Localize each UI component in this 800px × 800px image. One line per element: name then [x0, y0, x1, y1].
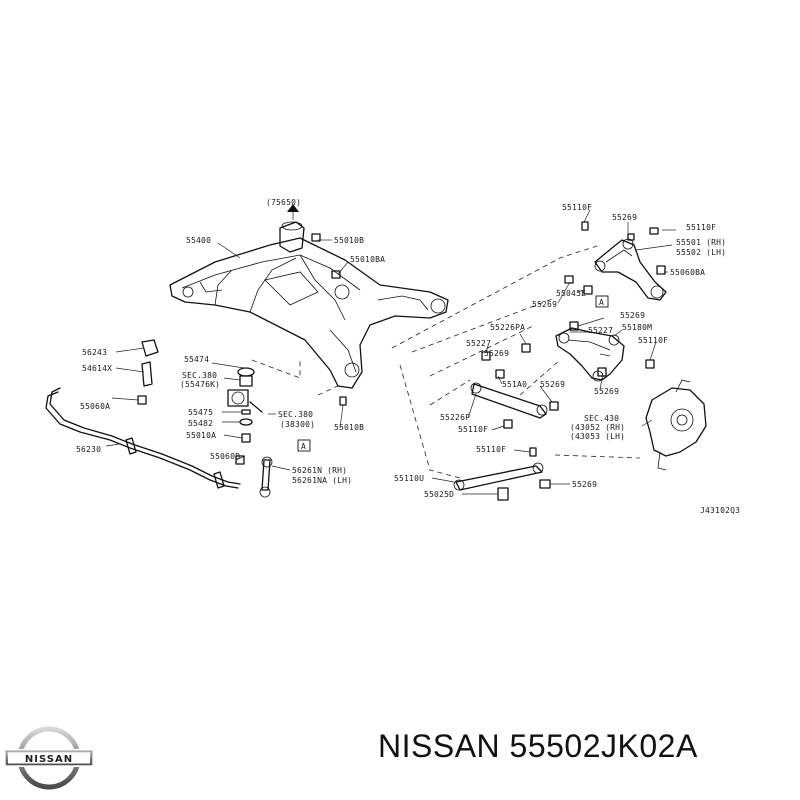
- part-label: 55269: [620, 311, 645, 320]
- part-label: 55474: [184, 355, 209, 364]
- part-label: 56261NA (LH): [292, 476, 352, 485]
- part-label: SEC.380: [278, 410, 313, 419]
- part-label: (43052 (RH): [570, 423, 625, 432]
- part-label: 55010B: [334, 236, 364, 245]
- part-label: 55475: [188, 408, 213, 417]
- part-label: 55227: [466, 339, 491, 348]
- part-labels: (75650) 55400 55010B 55010BA 55110F 5526…: [76, 198, 726, 499]
- part-label: 55226P: [440, 413, 470, 422]
- part-label: 55110F: [458, 425, 488, 434]
- part-label: (43053 (LH): [570, 432, 625, 441]
- part-label: 55010A: [186, 431, 216, 440]
- part-label: 55226PA: [490, 323, 525, 332]
- part-label: 55269: [540, 380, 565, 389]
- part-label: 55110F: [476, 445, 506, 454]
- part-label: (75650): [266, 198, 301, 207]
- part-label: SEC.380: [182, 371, 217, 380]
- ref-a-label-lower: A: [301, 442, 306, 451]
- nissan-logo-icon: NISSAN: [4, 726, 94, 790]
- part-label: 54614X: [82, 364, 112, 373]
- part-label: 56243: [82, 348, 107, 357]
- part-label: 55269: [484, 349, 509, 358]
- part-label: 55269: [532, 300, 557, 309]
- part-label: 55269: [572, 480, 597, 489]
- logo-wordmark: NISSAN: [25, 754, 73, 765]
- part-label: 55110F: [562, 203, 592, 212]
- reference-box-a-lower: A: [297, 439, 311, 452]
- part-label: 55501 (RH): [676, 238, 726, 247]
- part-label: 55060B: [210, 452, 240, 461]
- part-label: 55110F: [686, 223, 716, 232]
- part-label: 55502 (LH): [676, 248, 726, 257]
- trailing-links: [453, 343, 559, 501]
- diagram-code: J43102Q3: [700, 506, 740, 515]
- part-label: 55045E: [556, 289, 586, 298]
- part-label: 55482: [188, 419, 213, 428]
- stabilizer-bar: [45, 339, 273, 498]
- part-label: 55110F: [638, 336, 668, 345]
- part-label: 55110U: [394, 474, 424, 483]
- part-label: 55269: [612, 213, 637, 222]
- part-label: 55269: [594, 387, 619, 396]
- part-label: 55060A: [80, 402, 110, 411]
- part-label: 55060BA: [670, 268, 705, 277]
- rear-knuckle: [645, 379, 707, 471]
- rear-subframe: [169, 204, 449, 406]
- reference-box-a-upper: A: [595, 295, 609, 308]
- part-label: 55010B: [334, 423, 364, 432]
- ref-a-label-upper: A: [599, 298, 604, 307]
- part-label: 55010BA: [350, 255, 385, 264]
- part-number-title: NISSAN 55502JK02A: [378, 728, 698, 764]
- part-label: 56261N (RH): [292, 466, 347, 475]
- part-label: 551A0: [502, 380, 527, 389]
- part-label: SEC.430: [584, 414, 619, 423]
- dashed-reference-lines: [251, 244, 641, 479]
- part-label: (55476K): [180, 380, 220, 389]
- upper-link-arm: [564, 221, 667, 301]
- part-label: (38300): [280, 420, 315, 429]
- part-label: 55400: [186, 236, 211, 245]
- part-label: 55025D: [424, 490, 454, 499]
- leader-lines: [105, 209, 676, 495]
- part-label: 55180M: [622, 323, 652, 332]
- part-label: 55227: [588, 326, 613, 335]
- part-label: 56230: [76, 445, 101, 454]
- mount-insulator-stack: [227, 367, 263, 443]
